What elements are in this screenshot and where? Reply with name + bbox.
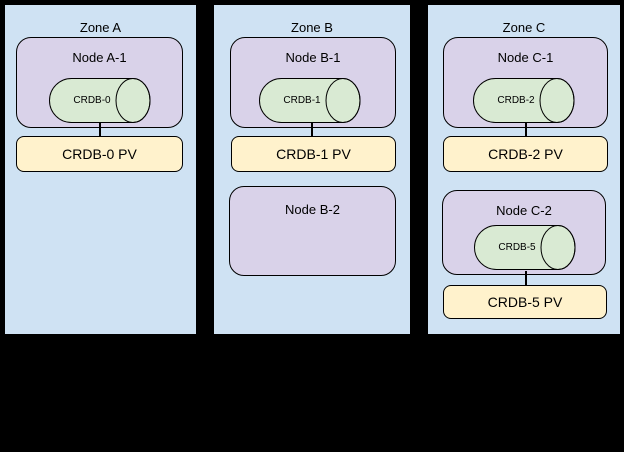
node-b-2-title: Node B-2 — [285, 202, 340, 217]
pv-crdb-0: CRDB-0 PV — [16, 136, 183, 172]
zone-b: Zone B Node B-1 CRDB-1 CRDB-1 PV Node B-… — [213, 4, 411, 335]
connector-crdb-2-to-pv — [525, 122, 527, 136]
pv-crdb-2: CRDB-2 PV — [443, 136, 608, 172]
node-b-1: Node B-1 CRDB-1 — [230, 37, 396, 128]
connector-crdb-1-to-pv — [311, 122, 313, 136]
database-cylinder-icon: CRDB-1 — [259, 78, 363, 123]
node-c-2: Node C-2 CRDB-5 — [442, 190, 606, 275]
database-cylinder-icon: CRDB-0 — [49, 78, 153, 123]
node-c-1-title: Node C-1 — [497, 50, 554, 65]
pv-crdb-0-label: CRDB-0 PV — [62, 146, 137, 162]
node-b-1-title: Node B-1 — [285, 50, 341, 65]
cylinder-crdb-0-label: CRDB-0 — [73, 95, 111, 106]
node-c-1: Node C-1 CRDB-2 — [443, 37, 608, 128]
connector-crdb-0-to-pv — [99, 122, 101, 136]
cylinder-crdb-1-label: CRDB-1 — [283, 95, 321, 106]
zone-a: Zone A Node A-1 CRDB-0 CRDB-0 PV — [4, 4, 197, 335]
zone-c: Zone C Node C-1 CRDB-2 CRDB-2 PV Node C-… — [427, 4, 621, 335]
database-cylinder-icon: CRDB-5 — [474, 225, 578, 270]
node-a-1: Node A-1 CRDB-0 — [16, 37, 183, 128]
connector-crdb-5-to-pv — [525, 271, 527, 285]
zone-a-title: Zone A — [79, 20, 122, 35]
pv-crdb-1: CRDB-1 PV — [231, 136, 396, 172]
zone-c-title: Zone C — [502, 20, 546, 35]
cylinder-crdb-2-label: CRDB-2 — [497, 95, 535, 106]
pv-crdb-2-label: CRDB-2 PV — [488, 146, 563, 162]
database-cylinder-icon: CRDB-2 — [473, 78, 577, 123]
node-c-2-title: Node C-2 — [496, 203, 552, 218]
node-b-2: Node B-2 — [229, 186, 396, 276]
pv-crdb-5-label: CRDB-5 PV — [487, 294, 563, 310]
pv-crdb-5: CRDB-5 PV — [443, 285, 607, 319]
zone-b-title: Zone B — [291, 20, 333, 35]
pv-crdb-1-label: CRDB-1 PV — [276, 146, 351, 162]
cylinder-crdb-5-label: CRDB-5 — [498, 242, 536, 253]
node-a-1-title: Node A-1 — [72, 50, 127, 65]
